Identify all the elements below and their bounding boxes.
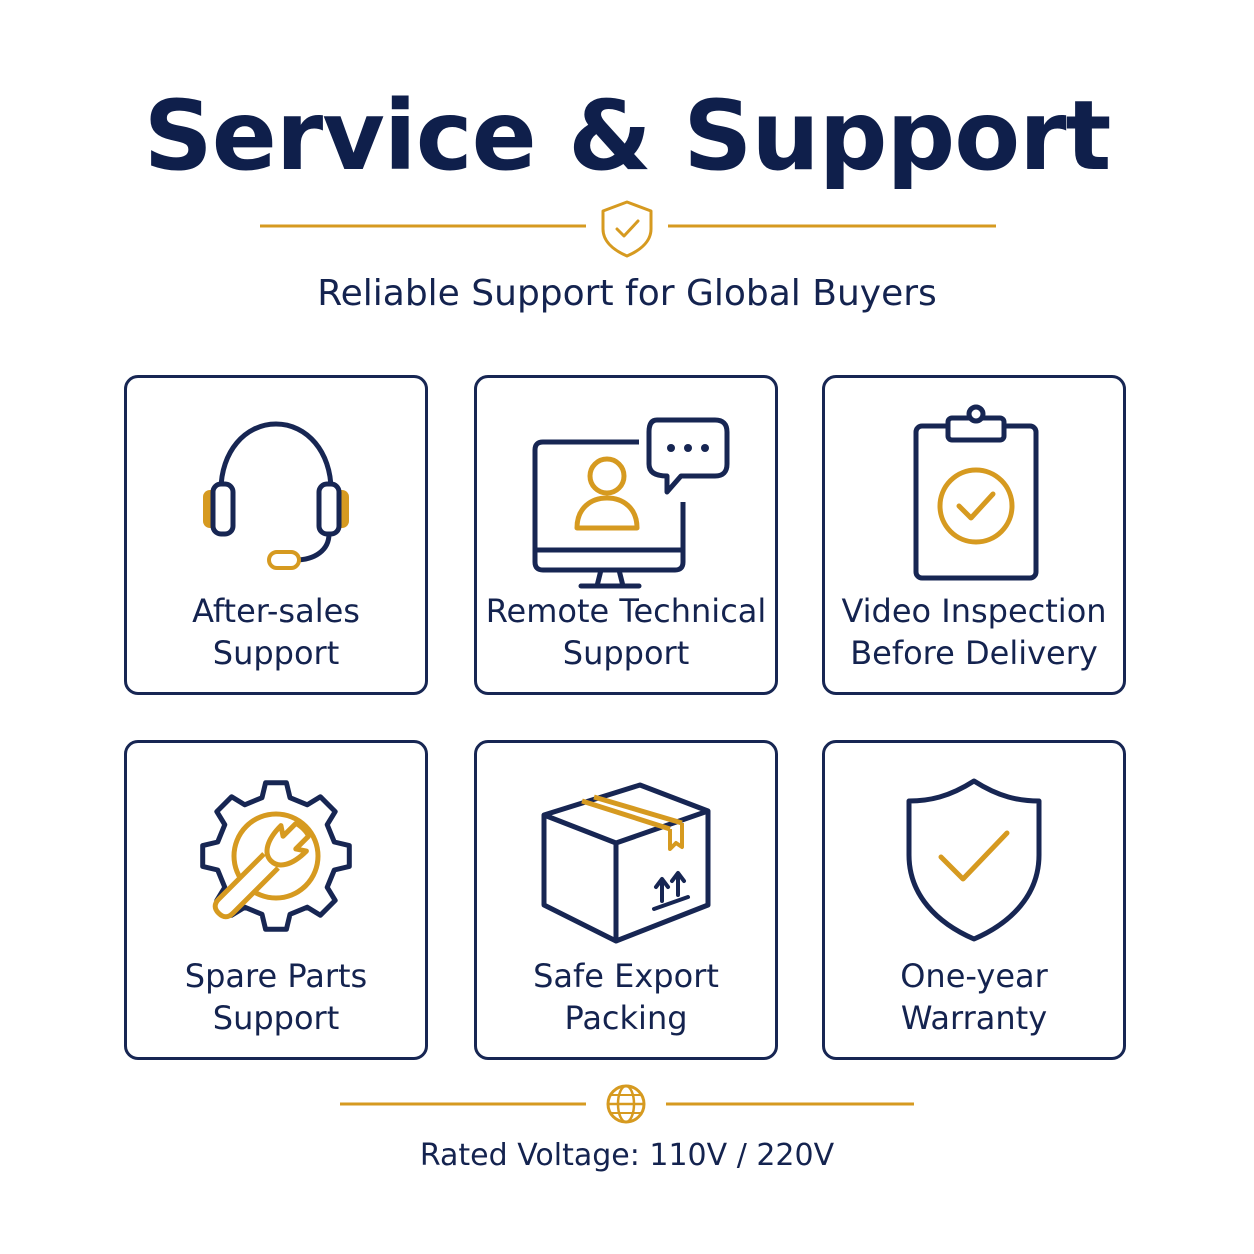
clipboard-check-icon: [913, 404, 1039, 581]
globe-icon: [606, 1084, 646, 1124]
footer-divider: [340, 1084, 914, 1124]
card-video-inspection: Video Inspection Before Delivery: [822, 375, 1126, 695]
card-label: Safe Export Packing: [533, 957, 719, 1037]
headset-icon: [203, 421, 349, 570]
box-icon: [541, 782, 711, 944]
card-label: One-year Warranty: [900, 957, 1048, 1037]
card-label: After-sales Support: [192, 592, 360, 672]
page-subtitle: Reliable Support for Global Buyers: [317, 273, 937, 314]
gear-wrench-icon: [200, 780, 352, 932]
card-label: Spare Parts Support: [184, 957, 368, 1037]
shield-check-icon: [601, 200, 653, 258]
monitor-chat-icon: [532, 417, 730, 589]
card-spare-parts: Spare Parts Support: [124, 740, 428, 1060]
card-safe-export: Safe Export Packing: [474, 740, 778, 1060]
card-label: Video Inspection Before Delivery: [841, 592, 1107, 672]
card-label: Remote Technical Support: [485, 592, 767, 672]
shield-check-icon: [906, 778, 1042, 942]
title-divider: [260, 200, 996, 258]
page-title: Service & Support: [143, 80, 1112, 192]
rated-voltage: Rated Voltage: 110V / 220V: [419, 1138, 835, 1173]
card-remote-technical: Remote Technical Support: [474, 375, 778, 695]
card-warranty: One-year Warranty: [822, 740, 1126, 1060]
card-after-sales: After-sales Support: [124, 375, 428, 695]
